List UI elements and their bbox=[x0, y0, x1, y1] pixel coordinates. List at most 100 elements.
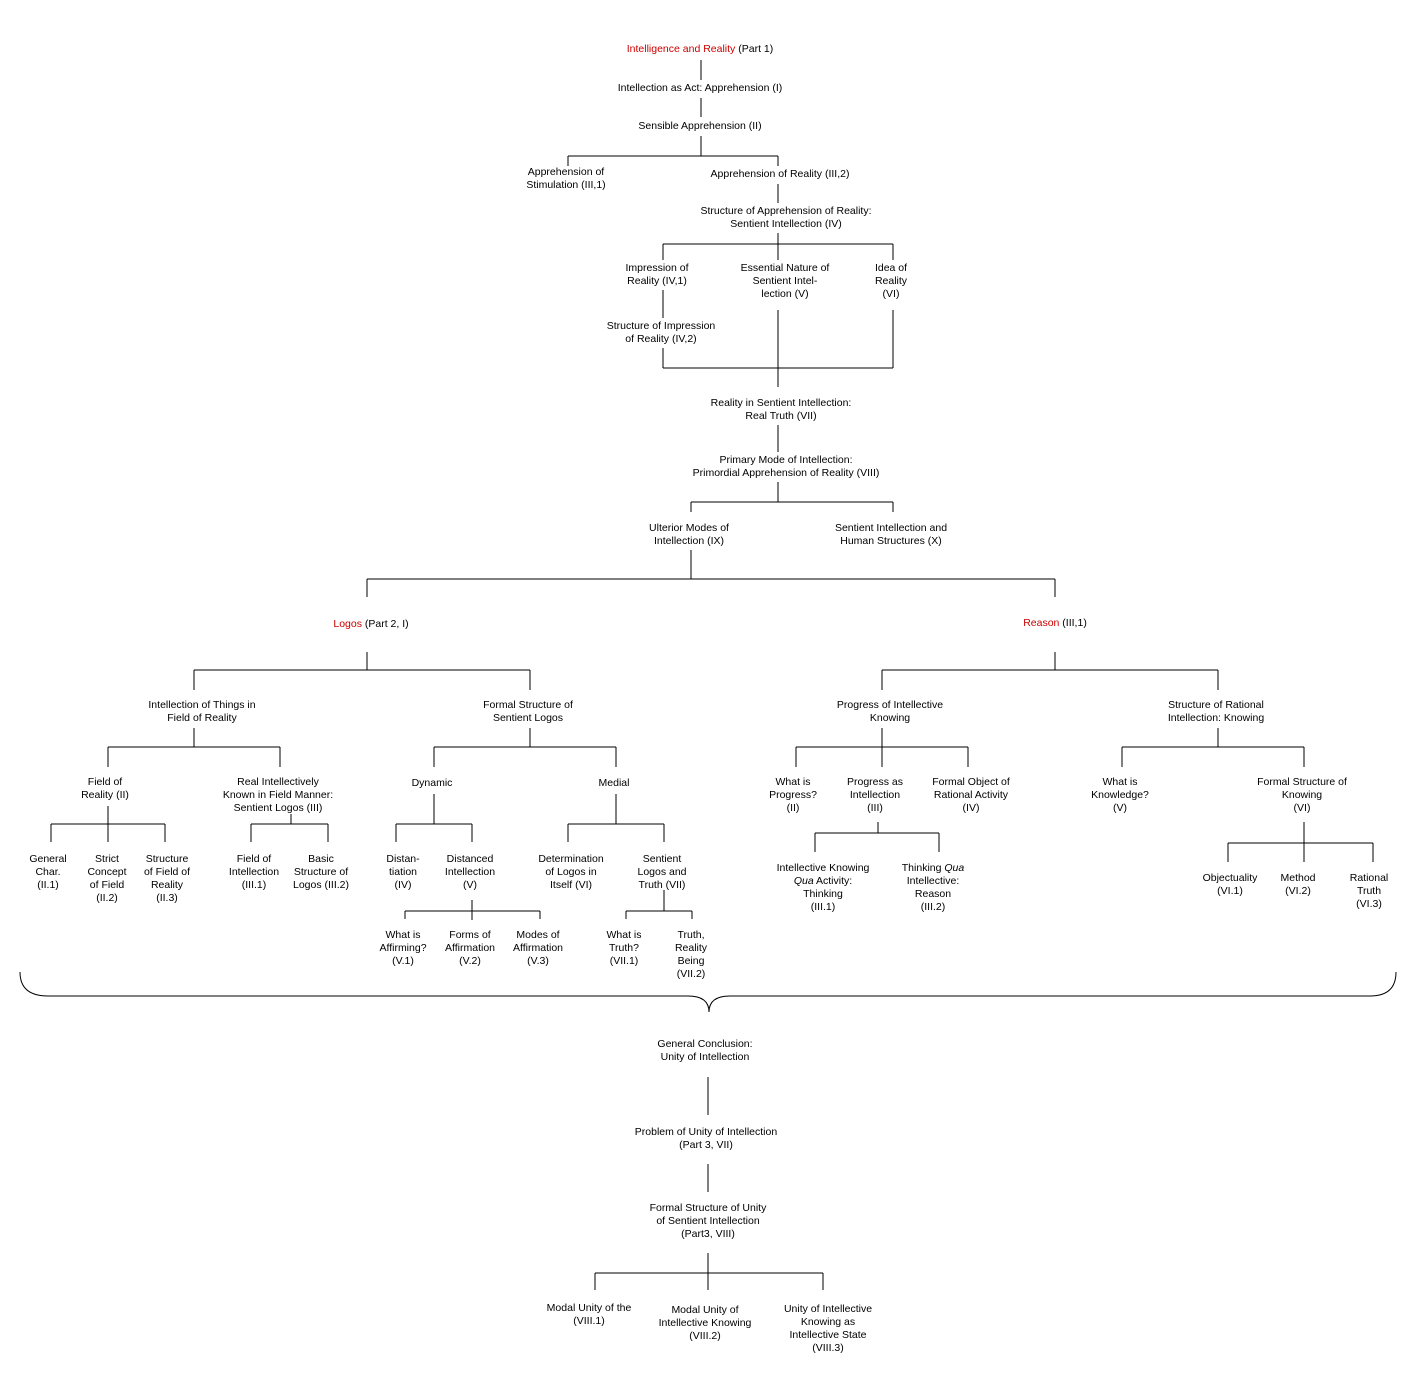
node-what-knowledge: What is Knowledge? (V) bbox=[1091, 776, 1149, 815]
node-line: Reality bbox=[150, 879, 184, 891]
node-dynamic: Dynamic bbox=[412, 777, 453, 790]
node-line: Sentient Logos bbox=[492, 712, 564, 724]
node-method: Method (VI.2) bbox=[1280, 872, 1315, 898]
node-line: Method bbox=[1280, 872, 1316, 884]
node-line: Intellective Knowing bbox=[776, 862, 870, 874]
node-line: Sentient Intellection and bbox=[834, 522, 948, 534]
node-line: Formal Object of bbox=[932, 776, 1010, 788]
node-label: Apprehension of Reality (III,2) bbox=[710, 168, 850, 180]
node-what-progress: What is Progress? (II) bbox=[769, 776, 817, 815]
node-line: (VI) bbox=[1293, 802, 1311, 814]
node-line: Basic bbox=[308, 853, 334, 865]
root-suffix: (Part 1) bbox=[735, 43, 774, 55]
node-general-conclusion: General Conclusion: Unity of Intellectio… bbox=[657, 1038, 752, 1064]
node-line: Logos and bbox=[637, 866, 687, 878]
node-line: Thinking bbox=[803, 888, 843, 900]
node-line: Structure of bbox=[293, 866, 349, 878]
node-line: tiation bbox=[388, 866, 418, 878]
node-line: (Part 3, VII) bbox=[679, 1139, 733, 1151]
node-line: (II) bbox=[786, 802, 800, 814]
node-structure-apprehension: Structure of Apprehension of Reality: Se… bbox=[700, 205, 871, 231]
node-line: (Part3, VIII) bbox=[681, 1228, 735, 1240]
node-what-affirming: What is Affirming? (V.1) bbox=[379, 929, 426, 968]
node-line: (III.2) bbox=[920, 901, 946, 913]
node-idea-reality: Idea of Reality (VI) bbox=[875, 262, 907, 301]
node-line: Affirming? bbox=[379, 942, 427, 954]
node-problem-unity: Problem of Unity of Intellection (Part 3… bbox=[635, 1126, 777, 1152]
node-line: Qua Activity: bbox=[777, 875, 870, 888]
logos-suffix: (Part 2, I) bbox=[361, 618, 409, 630]
node-apprehension-reality: Apprehension of Reality (III,2) bbox=[711, 168, 850, 181]
node-line: Reality in Sentient Intellection: bbox=[710, 397, 852, 409]
node-line: (IV) bbox=[394, 879, 412, 891]
node-line: Concept bbox=[87, 866, 127, 878]
node-label: Intellection as Act: Apprehension (I) bbox=[617, 82, 783, 94]
node-line: Knowledge? bbox=[1091, 789, 1149, 801]
node-line: Real Intellectively bbox=[237, 776, 319, 788]
node-reason: Reason (III,1) bbox=[1023, 617, 1087, 630]
node-line: (II.3) bbox=[156, 892, 178, 904]
node-line: Formal Structure of Unity bbox=[649, 1202, 767, 1214]
node-line: Unity of Intellection bbox=[660, 1051, 750, 1063]
node-formal-unity: Formal Structure of Unity of Sentient In… bbox=[650, 1202, 767, 1241]
node-line: Intellection of Things in bbox=[148, 699, 256, 711]
node-modes-affirmation: Modes of Affirmation (V.3) bbox=[513, 929, 563, 968]
node-line: Reality (IV,1) bbox=[627, 275, 687, 287]
node-line: Progress of Intellective bbox=[836, 699, 944, 711]
node-line: Stimulation (III,1) bbox=[526, 179, 606, 191]
node-line: Reason bbox=[914, 888, 952, 900]
node-line: (III.1) bbox=[810, 901, 836, 913]
node-line: Distan- bbox=[386, 853, 420, 865]
node-line: Logos (III.2) bbox=[292, 879, 350, 891]
node-line: Modal Unity of the bbox=[546, 1302, 632, 1314]
node-line: (III.1) bbox=[241, 879, 267, 891]
node-line: Known in Field Manner: bbox=[222, 789, 334, 801]
reason-suffix: (III,1) bbox=[1059, 617, 1087, 629]
node-determination-logos: Determination of Logos in Itself (VI) bbox=[538, 853, 603, 892]
node-line: (V.1) bbox=[392, 955, 414, 967]
node-line: Structure bbox=[145, 853, 189, 865]
node-line: What is bbox=[1102, 776, 1138, 788]
node-line: What is bbox=[775, 776, 811, 788]
node-things-field: Intellection of Things in Field of Reali… bbox=[148, 699, 255, 725]
qua-word: Qua bbox=[944, 862, 965, 874]
node-primary-mode: Primary Mode of Intellection: Primordial… bbox=[693, 454, 880, 480]
node-line: Primary Mode of Intellection: bbox=[719, 454, 853, 466]
node-line: (VI.1) bbox=[1217, 885, 1243, 897]
node-line: Truth (VII) bbox=[638, 879, 686, 891]
node-line: (VIII.3) bbox=[812, 1342, 844, 1354]
node-line: Truth, bbox=[677, 929, 705, 941]
node-line: Forms of bbox=[449, 929, 491, 941]
node-line: Knowing bbox=[1281, 789, 1323, 801]
node-line: What is bbox=[385, 929, 421, 941]
node-line: of Field bbox=[89, 879, 125, 891]
node-formal-object: Formal Object of Rational Activity (IV) bbox=[932, 776, 1010, 815]
node-line: Intellective Knowing bbox=[658, 1317, 752, 1329]
node-structure-field: Structure of Field of Reality (II.3) bbox=[144, 853, 190, 905]
node-line: Intellection bbox=[444, 866, 496, 878]
node-line: Human Structures (X) bbox=[840, 535, 942, 547]
node-human-structures: Sentient Intellection and Human Structur… bbox=[835, 522, 947, 548]
node-line: Intellection bbox=[228, 866, 280, 878]
node-line: Structure of Impression bbox=[606, 320, 716, 332]
node-truth-reality-being: Truth, Reality Being (VII.2) bbox=[675, 929, 707, 981]
node-structure-impression: Structure of Impression of Reality (IV,2… bbox=[607, 320, 716, 346]
node-forms-affirmation: Forms of Affirmation (V.2) bbox=[445, 929, 495, 968]
node-line: Progress? bbox=[769, 789, 817, 801]
node-field-intellection: Field of Intellection (III.1) bbox=[229, 853, 279, 892]
node-line: Field of Reality bbox=[167, 712, 237, 724]
root-title: Intelligence and Reality bbox=[626, 43, 736, 55]
node-line: (V.2) bbox=[459, 955, 481, 967]
node-reality-sentient: Reality in Sentient Intellection: Real T… bbox=[711, 397, 852, 423]
node-progress-knowing: Progress of Intellective Knowing bbox=[837, 699, 943, 725]
node-line: Formal Structure of bbox=[1257, 776, 1347, 788]
node-line: Intellection (IX) bbox=[653, 535, 725, 547]
node-sensible-apprehension: Sensible Apprehension (II) bbox=[638, 120, 761, 133]
reason-title: Reason bbox=[1023, 617, 1060, 629]
node-essential-nature: Essential Nature of Sentient Intel- lect… bbox=[741, 262, 830, 301]
node-line: Rational Activity bbox=[933, 789, 1009, 801]
node-line: Intellective State bbox=[789, 1329, 867, 1341]
node-line: Progress as bbox=[846, 776, 904, 788]
node-line: Modes of bbox=[516, 929, 560, 941]
